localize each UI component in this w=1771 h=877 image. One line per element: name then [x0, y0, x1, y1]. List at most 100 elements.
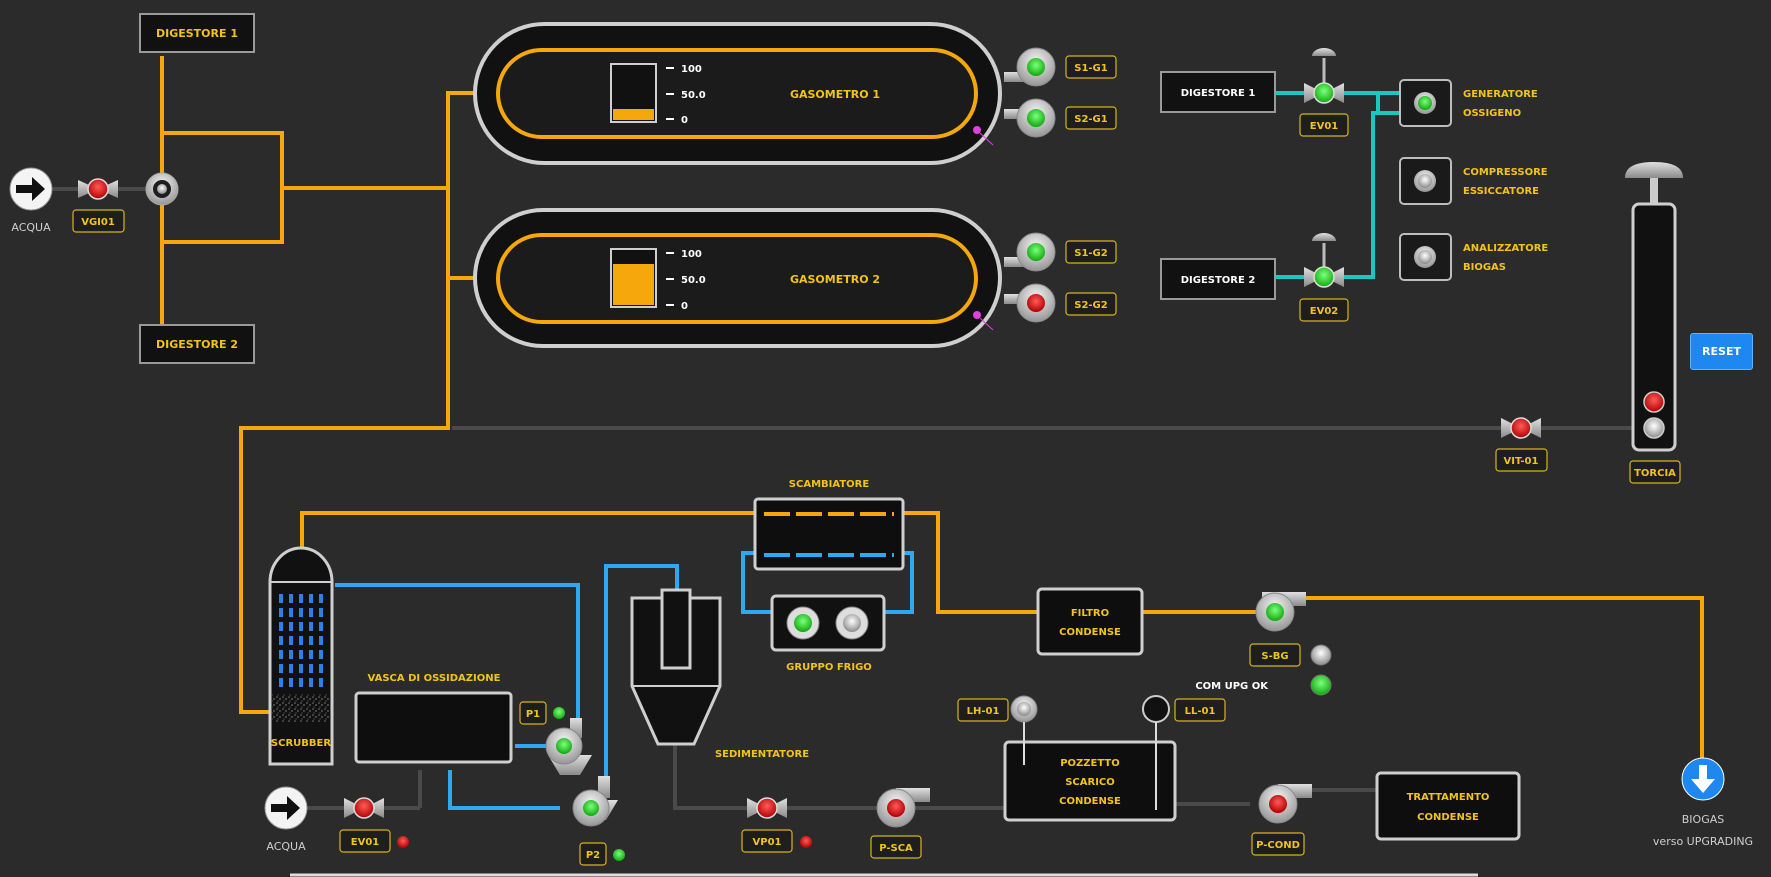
oxygen-generator[interactable]: GENERATORE OSSIGENO [1399, 79, 1538, 127]
scrubber-packing-element [319, 608, 323, 617]
svg-text:TRATTAMENTO: TRATTAMENTO [1407, 792, 1490, 803]
scrubber-packing-element [299, 622, 303, 631]
valve-vit-01-tag: VIT-01 [1495, 448, 1548, 472]
torch[interactable] [1625, 162, 1683, 452]
svg-text:BIOGAS: BIOGAS [1682, 813, 1724, 826]
scrubber-label: SCRUBBER [271, 738, 331, 749]
svg-text:SCARICO: SCARICO [1065, 777, 1115, 788]
heat-exchanger[interactable]: SCAMBIATORE [753, 479, 905, 571]
water-inlet-bottom: ACQUA [264, 786, 308, 853]
chiller-unit[interactable]: GRUPPO FRIGO [770, 594, 886, 673]
condensate-treatment[interactable]: TRATTAMENTO CONDENSE [1375, 771, 1521, 841]
scrubber-packing-element [289, 650, 293, 659]
scrubber-packing-element [309, 622, 313, 631]
svg-text:verso UPGRADING: verso UPGRADING [1653, 835, 1753, 848]
valve-vit-01[interactable] [1501, 417, 1541, 439]
valve-ev01-oxygen[interactable] [1304, 48, 1344, 104]
svg-text:P-SCA: P-SCA [879, 843, 913, 854]
heat-exchanger-label: SCAMBIATORE [789, 479, 870, 490]
sensor-s2-g1-tag: S2-G1 [1065, 106, 1117, 130]
arrow-down-icon [1691, 765, 1715, 793]
scrubber-packing-element [309, 636, 313, 645]
scrubber-packing-element [319, 636, 323, 645]
scrubber-packing-element [299, 664, 303, 673]
pump-p2-status-lamp [613, 849, 625, 861]
svg-text:TORCIA: TORCIA [1634, 468, 1676, 479]
oxygen-digester-1-box[interactable]: DIGESTORE 1 [1160, 71, 1276, 113]
svg-text:EV01: EV01 [351, 837, 380, 848]
gasometer-2[interactable]: 100 50.0 0 GASOMETRO 2 [473, 208, 1002, 348]
arrow-right-icon [16, 177, 45, 201]
svg-text:S2-G1: S2-G1 [1074, 114, 1108, 125]
gasometer-2-scale-mid: 50.0 [681, 275, 706, 286]
scrubber-packing-element [299, 650, 303, 659]
sensor-s1-g2[interactable] [1004, 232, 1056, 272]
pipes [52, 56, 1704, 810]
gasometer-2-scale-min: 0 [681, 301, 688, 312]
gasometer-1-level-fill [613, 109, 654, 120]
digester-2-box[interactable]: DIGESTORE 2 [139, 324, 255, 364]
pump-p-cond[interactable] [1258, 784, 1312, 824]
scrubber-packing-element [279, 650, 283, 659]
compressor-dryer[interactable]: COMPRESSORE ESSICCATORE [1399, 157, 1548, 205]
sensor-s2-g1[interactable] [1004, 98, 1056, 138]
sensor-s1-g1[interactable] [1004, 47, 1056, 87]
blower-s-bg-status-lamp [1310, 644, 1332, 666]
blower-s-bg-tag: S-BG [1249, 643, 1301, 667]
svg-text:EV02: EV02 [1310, 306, 1339, 317]
settler[interactable]: SEDIMENTATORE [630, 588, 809, 760]
scrubber-packing-element [279, 664, 283, 673]
gasometer-1[interactable]: 100 50.0 0 GASOMETRO 1 [473, 22, 1002, 165]
condensate-filter[interactable]: FILTRO CONDENSE [1036, 587, 1144, 656]
scrubber-packing-element [309, 664, 313, 673]
sensor-s2-g2-tag: S2-G2 [1065, 292, 1117, 316]
svg-text:ESSICCATORE: ESSICCATORE [1463, 186, 1539, 197]
pump-p2[interactable] [572, 776, 618, 827]
svg-text:S2-G2: S2-G2 [1074, 300, 1108, 311]
gasometer-1-scale-min: 0 [681, 115, 688, 126]
pump-p1-status-lamp [553, 707, 565, 719]
svg-text:COMPRESSORE: COMPRESSORE [1463, 167, 1548, 178]
svg-text:P2: P2 [586, 850, 600, 861]
scrubber-packing-element [279, 678, 283, 687]
pump-p-cond-tag: P-COND [1251, 832, 1305, 856]
valve-vp01[interactable] [747, 797, 787, 819]
scrubber-packing-element [289, 622, 293, 631]
digester-1-box[interactable]: DIGESTORE 1 [139, 13, 255, 53]
scrubber-packing-element [309, 678, 313, 687]
scrubber[interactable]: SCRUBBER [268, 546, 334, 766]
reset-button[interactable]: RESET [1690, 333, 1753, 370]
scrubber-packing-element [279, 636, 283, 645]
svg-text:LH-01: LH-01 [967, 706, 1000, 717]
pump-p-sca-tag: P-SCA [870, 835, 922, 859]
valve-ev01-water[interactable] [344, 797, 384, 819]
biogas-analyzer[interactable]: ANALIZZATORE BIOGAS [1399, 233, 1548, 281]
svg-text:P1: P1 [526, 709, 540, 720]
scrubber-packing-element [309, 594, 313, 603]
svg-text:CONDENSE: CONDENSE [1059, 627, 1121, 638]
pump-p1-tag: P1 [519, 701, 547, 725]
svg-text:DIGESTORE 1: DIGESTORE 1 [1181, 88, 1256, 99]
svg-text:VIT-01: VIT-01 [1504, 456, 1539, 467]
pump-p-sca[interactable] [876, 788, 930, 828]
scrubber-packing-element [319, 678, 323, 687]
valve-vgi01[interactable] [78, 178, 118, 200]
oxidation-tank-label: VASCA DI OSSIDAZIONE [368, 673, 501, 684]
scrubber-packing-element [299, 608, 303, 617]
valve-vp01-tag: VP01 [741, 829, 793, 853]
valve-ev02-oxygen-tag: EV02 [1299, 298, 1349, 322]
valve-ev02-oxygen[interactable] [1304, 233, 1344, 288]
scrubber-packing-element [279, 622, 283, 631]
sensor-s2-g2[interactable] [1004, 283, 1056, 323]
condensate-pit[interactable]: POZZETTO SCARICO CONDENSE [1003, 740, 1177, 822]
scrubber-packing-element [279, 608, 283, 617]
svg-text:BIOGAS: BIOGAS [1463, 262, 1506, 273]
scrubber-packing-element [289, 678, 293, 687]
blower-s-bg[interactable] [1255, 592, 1306, 632]
svg-text:VP01: VP01 [753, 837, 782, 848]
valve-ev01-water-tag: EV01 [339, 829, 391, 853]
oxidation-tank[interactable]: VASCA DI OSSIDAZIONE [354, 673, 513, 764]
oxygen-digester-2-box[interactable]: DIGESTORE 2 [1160, 258, 1276, 300]
gasometer-2-name: GASOMETRO 2 [790, 273, 880, 286]
pump-p1[interactable] [545, 718, 592, 775]
